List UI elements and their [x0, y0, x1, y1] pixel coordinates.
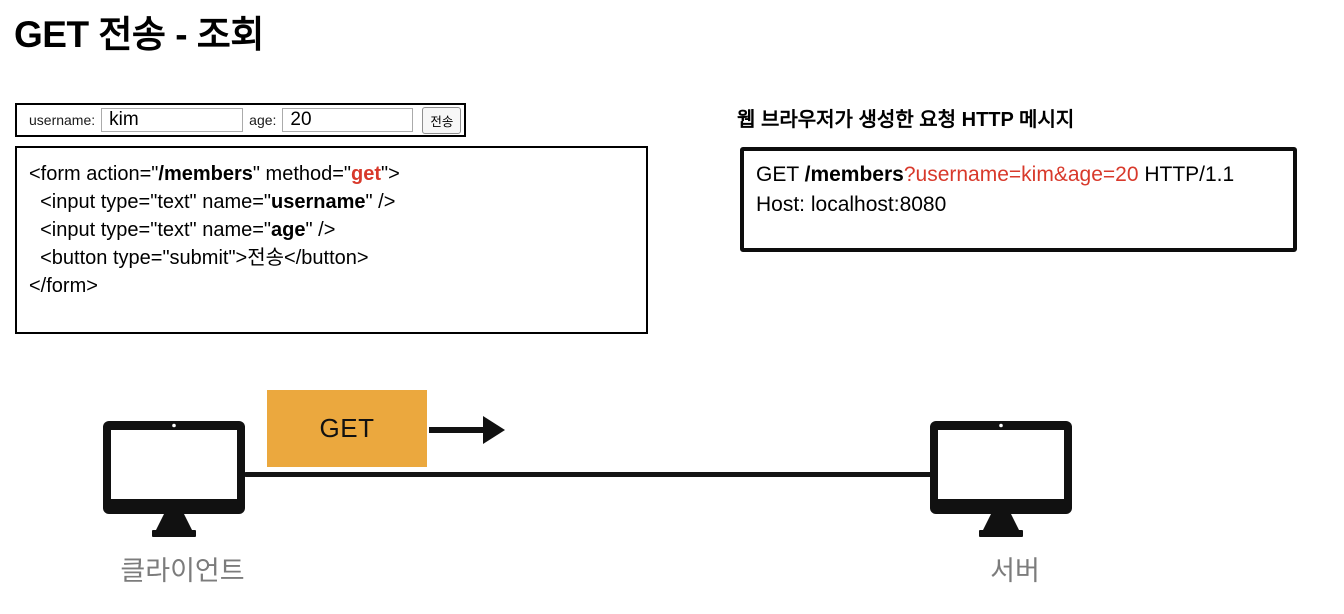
code-text: <button type="submit">전송</button>	[29, 247, 369, 269]
code-text: " />	[365, 191, 396, 213]
age-label: age:	[249, 112, 277, 128]
code-text-bold: username	[271, 191, 366, 213]
code-text-bold: age	[271, 219, 306, 241]
code-line: <input type="text" name="age" />	[29, 216, 638, 244]
http-method: GET	[756, 163, 805, 186]
http-message-box: GET /members?username=kim&age=20 HTTP/1.…	[740, 147, 1297, 252]
form-source-code: <form action="/members" method="get"> <i…	[15, 146, 648, 334]
code-text: " />	[305, 219, 336, 241]
form-preview: username: age: 전송	[15, 103, 466, 137]
get-request-label: GET	[319, 413, 375, 443]
arrow-right-icon	[429, 416, 505, 444]
client-label: 클라이언트	[120, 556, 245, 586]
code-text: </form>	[29, 275, 98, 297]
http-message-heading: 웹 브라우저가 생성한 요청 HTTP 메시지	[737, 109, 1075, 131]
code-line: <input type="text" name="username" />	[29, 188, 638, 216]
code-text-highlight: get	[351, 163, 382, 185]
http-request-line: GET /members?username=kim&age=20 HTTP/1.…	[756, 160, 1285, 190]
code-text-bold: /members	[158, 163, 253, 185]
http-version: HTTP/1.1	[1138, 163, 1235, 186]
username-field[interactable]	[101, 108, 244, 132]
code-text: <form action="	[29, 163, 159, 185]
server-monitor-icon	[930, 421, 1072, 537]
age-field[interactable]	[282, 108, 414, 132]
get-request-box: GET	[267, 390, 427, 467]
code-text: <input type="text" name="	[29, 219, 272, 241]
server-label: 서버	[990, 556, 1040, 586]
page-title: GET 전송 - 조회	[14, 14, 264, 55]
http-query-string: ?username=kim&age=20	[903, 163, 1139, 186]
code-line: <form action="/members" method="get">	[29, 160, 638, 188]
code-line: <button type="submit">전송</button>	[29, 244, 638, 272]
client-monitor-icon	[103, 421, 245, 537]
code-line: </form>	[29, 272, 638, 300]
submit-button[interactable]: 전송	[422, 106, 462, 134]
code-text: " method="	[252, 163, 352, 185]
http-path: /members	[804, 163, 904, 186]
username-label: username:	[29, 112, 96, 128]
http-host-header: Host: localhost:8080	[756, 193, 947, 216]
code-text: <input type="text" name="	[29, 191, 272, 213]
network-line	[244, 472, 932, 477]
code-text: ">	[381, 163, 400, 185]
